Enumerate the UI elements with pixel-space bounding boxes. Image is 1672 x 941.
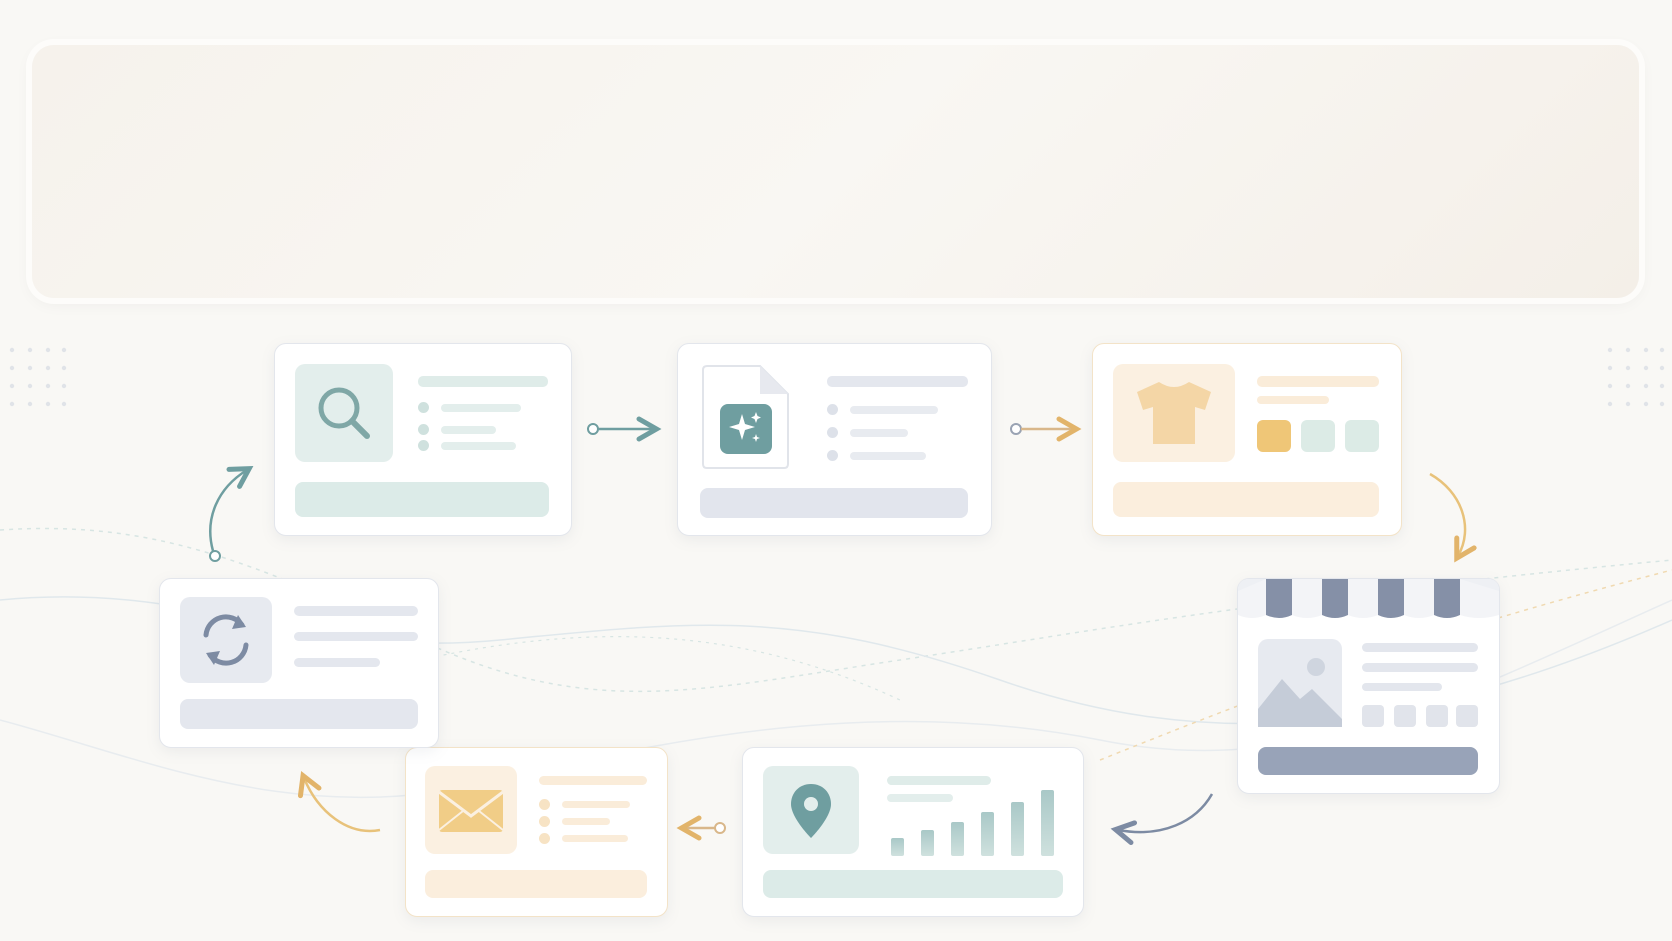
color-swatch-amber — [1257, 420, 1291, 452]
card-line — [887, 776, 991, 785]
list-bullet — [827, 427, 838, 438]
card-line — [850, 429, 908, 437]
location-pin-icon — [763, 766, 859, 854]
storefront-card — [1237, 578, 1500, 794]
card-line — [850, 452, 926, 460]
card-action-bar — [763, 870, 1063, 898]
thumbnail — [1362, 705, 1384, 727]
card-line — [562, 835, 628, 842]
location-analytics-card — [742, 747, 1084, 917]
search-card — [274, 343, 572, 536]
card-line — [850, 406, 938, 414]
card-action-bar — [700, 488, 968, 518]
card-line — [1362, 663, 1478, 672]
card-action-bar — [1258, 747, 1478, 775]
arrow-document-to-product — [1010, 424, 1074, 434]
arrow-email-to-refresh — [304, 778, 381, 833]
list-bullet — [418, 402, 429, 413]
search-icon — [295, 364, 393, 462]
list-bullet — [418, 424, 429, 435]
list-bullet — [827, 450, 838, 461]
sparkle-document-icon — [700, 364, 790, 470]
header-banner — [32, 45, 1639, 298]
list-bullet — [539, 799, 550, 810]
list-bullet — [539, 816, 550, 827]
card-line — [441, 426, 496, 434]
color-swatch-teal — [1301, 420, 1335, 452]
arrow-product-to-storefront — [1429, 472, 1465, 556]
ai-document-card — [677, 343, 992, 536]
tshirt-icon — [1113, 364, 1235, 462]
card-action-bar — [1113, 482, 1379, 517]
arrow-search-to-document — [587, 424, 654, 434]
card-line — [294, 658, 380, 667]
card-line — [294, 606, 418, 616]
product-card — [1092, 343, 1402, 536]
arrow-refresh-to-search — [209, 470, 247, 562]
card-line — [441, 442, 516, 450]
refresh-icon — [180, 597, 272, 683]
bar-chart-icon — [887, 788, 1063, 856]
arrow-storefront-to-location — [1118, 793, 1214, 832]
card-line — [539, 776, 647, 785]
list-bullet — [418, 440, 429, 451]
email-card — [405, 747, 668, 917]
thumbnail — [1426, 705, 1448, 727]
color-swatch-teal — [1345, 420, 1379, 452]
card-line — [1362, 643, 1478, 652]
storefront-awning-icon — [1238, 579, 1499, 621]
card-line — [1257, 396, 1329, 404]
thumbnail — [1394, 705, 1416, 727]
arrow-location-to-email — [684, 823, 726, 833]
card-action-bar — [180, 699, 418, 729]
card-line — [294, 632, 418, 641]
card-action-bar — [425, 870, 647, 898]
envelope-icon — [425, 766, 517, 854]
list-bullet — [539, 833, 550, 844]
card-line — [441, 404, 521, 412]
list-bullet — [827, 404, 838, 415]
refresh-card — [159, 578, 439, 748]
card-line — [562, 818, 610, 825]
card-line — [887, 794, 953, 802]
card-line — [1257, 376, 1379, 387]
card-line — [562, 801, 630, 808]
card-line — [1362, 683, 1442, 691]
image-placeholder-icon — [1258, 639, 1342, 727]
thumbnail — [1456, 705, 1478, 727]
card-line — [827, 376, 968, 387]
card-line — [418, 376, 548, 387]
card-action-bar — [295, 482, 549, 517]
